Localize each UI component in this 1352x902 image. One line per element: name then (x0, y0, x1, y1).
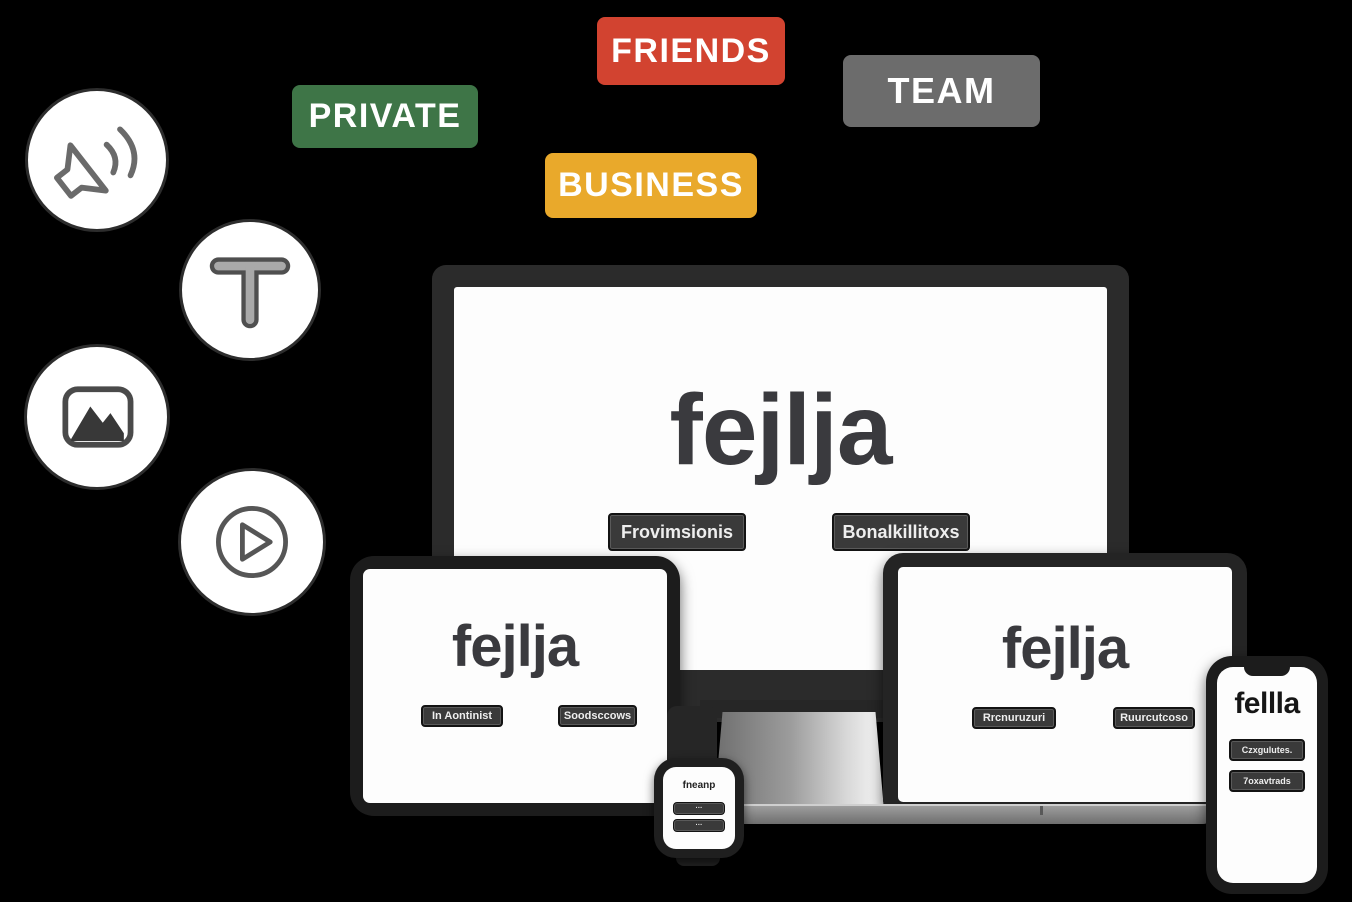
watch-button-bottom[interactable]: ··· (673, 819, 725, 832)
tablet-screen: fejlja In Aontinist Soodsccows (363, 569, 667, 803)
laptop-mockup: fejlja Rrcnuruzuri Ruurcutcoso (883, 553, 1247, 808)
smartwatch-mockup: fneanp ··· ··· (654, 758, 744, 858)
phone-button-bottom[interactable]: 7oxavtrads (1229, 770, 1305, 792)
laptop-screen: fejlja Rrcnuruzuri Ruurcutcoso (898, 567, 1232, 802)
badge-private: PRIVATE (292, 85, 478, 148)
badge-team: TEAM (843, 55, 1040, 127)
monitor-button-right[interactable]: Bonalkillitoxs (832, 513, 970, 551)
laptop-button-right[interactable]: Ruurcutcoso (1113, 707, 1195, 729)
laptop-button-left[interactable]: Rrcnuruzuri (972, 707, 1056, 729)
text-icon (179, 219, 321, 361)
phone-button-top[interactable]: Czxgulutes. (1229, 739, 1305, 761)
laptop-base (700, 804, 1212, 824)
monitor-button-left[interactable]: Frovimsionis (608, 513, 746, 551)
watch-band-top (667, 706, 717, 766)
watch-button-top[interactable]: ··· (673, 802, 725, 815)
phone-screen: fellla Czxgulutes. 7oxavtrads (1217, 667, 1317, 883)
megaphone-icon (25, 88, 169, 232)
phone-mockup: fellla Czxgulutes. 7oxavtrads (1206, 656, 1328, 894)
phone-brand-logo: fellla (1234, 687, 1300, 720)
laptop-brand-logo: fejlja (1001, 616, 1129, 681)
phone-notch (1244, 667, 1290, 676)
tablet-brand-logo: fejlja (451, 614, 579, 679)
image-icon (24, 344, 170, 490)
badge-friends: FRIENDS (597, 17, 785, 85)
badge-business: BUSINESS (545, 153, 757, 218)
play-icon (178, 468, 326, 616)
tablet-button-left[interactable]: In Aontinist (421, 705, 503, 727)
monitor-brand-logo: fejlja (669, 374, 893, 486)
watch-screen: fneanp ··· ··· (663, 767, 735, 849)
watch-brand-logo: fneanp (682, 780, 716, 791)
tablet-button-right[interactable]: Soodsccows (558, 705, 637, 727)
tablet-mockup: fejlja In Aontinist Soodsccows (350, 556, 680, 816)
laptop-base-notch (1040, 806, 1043, 815)
